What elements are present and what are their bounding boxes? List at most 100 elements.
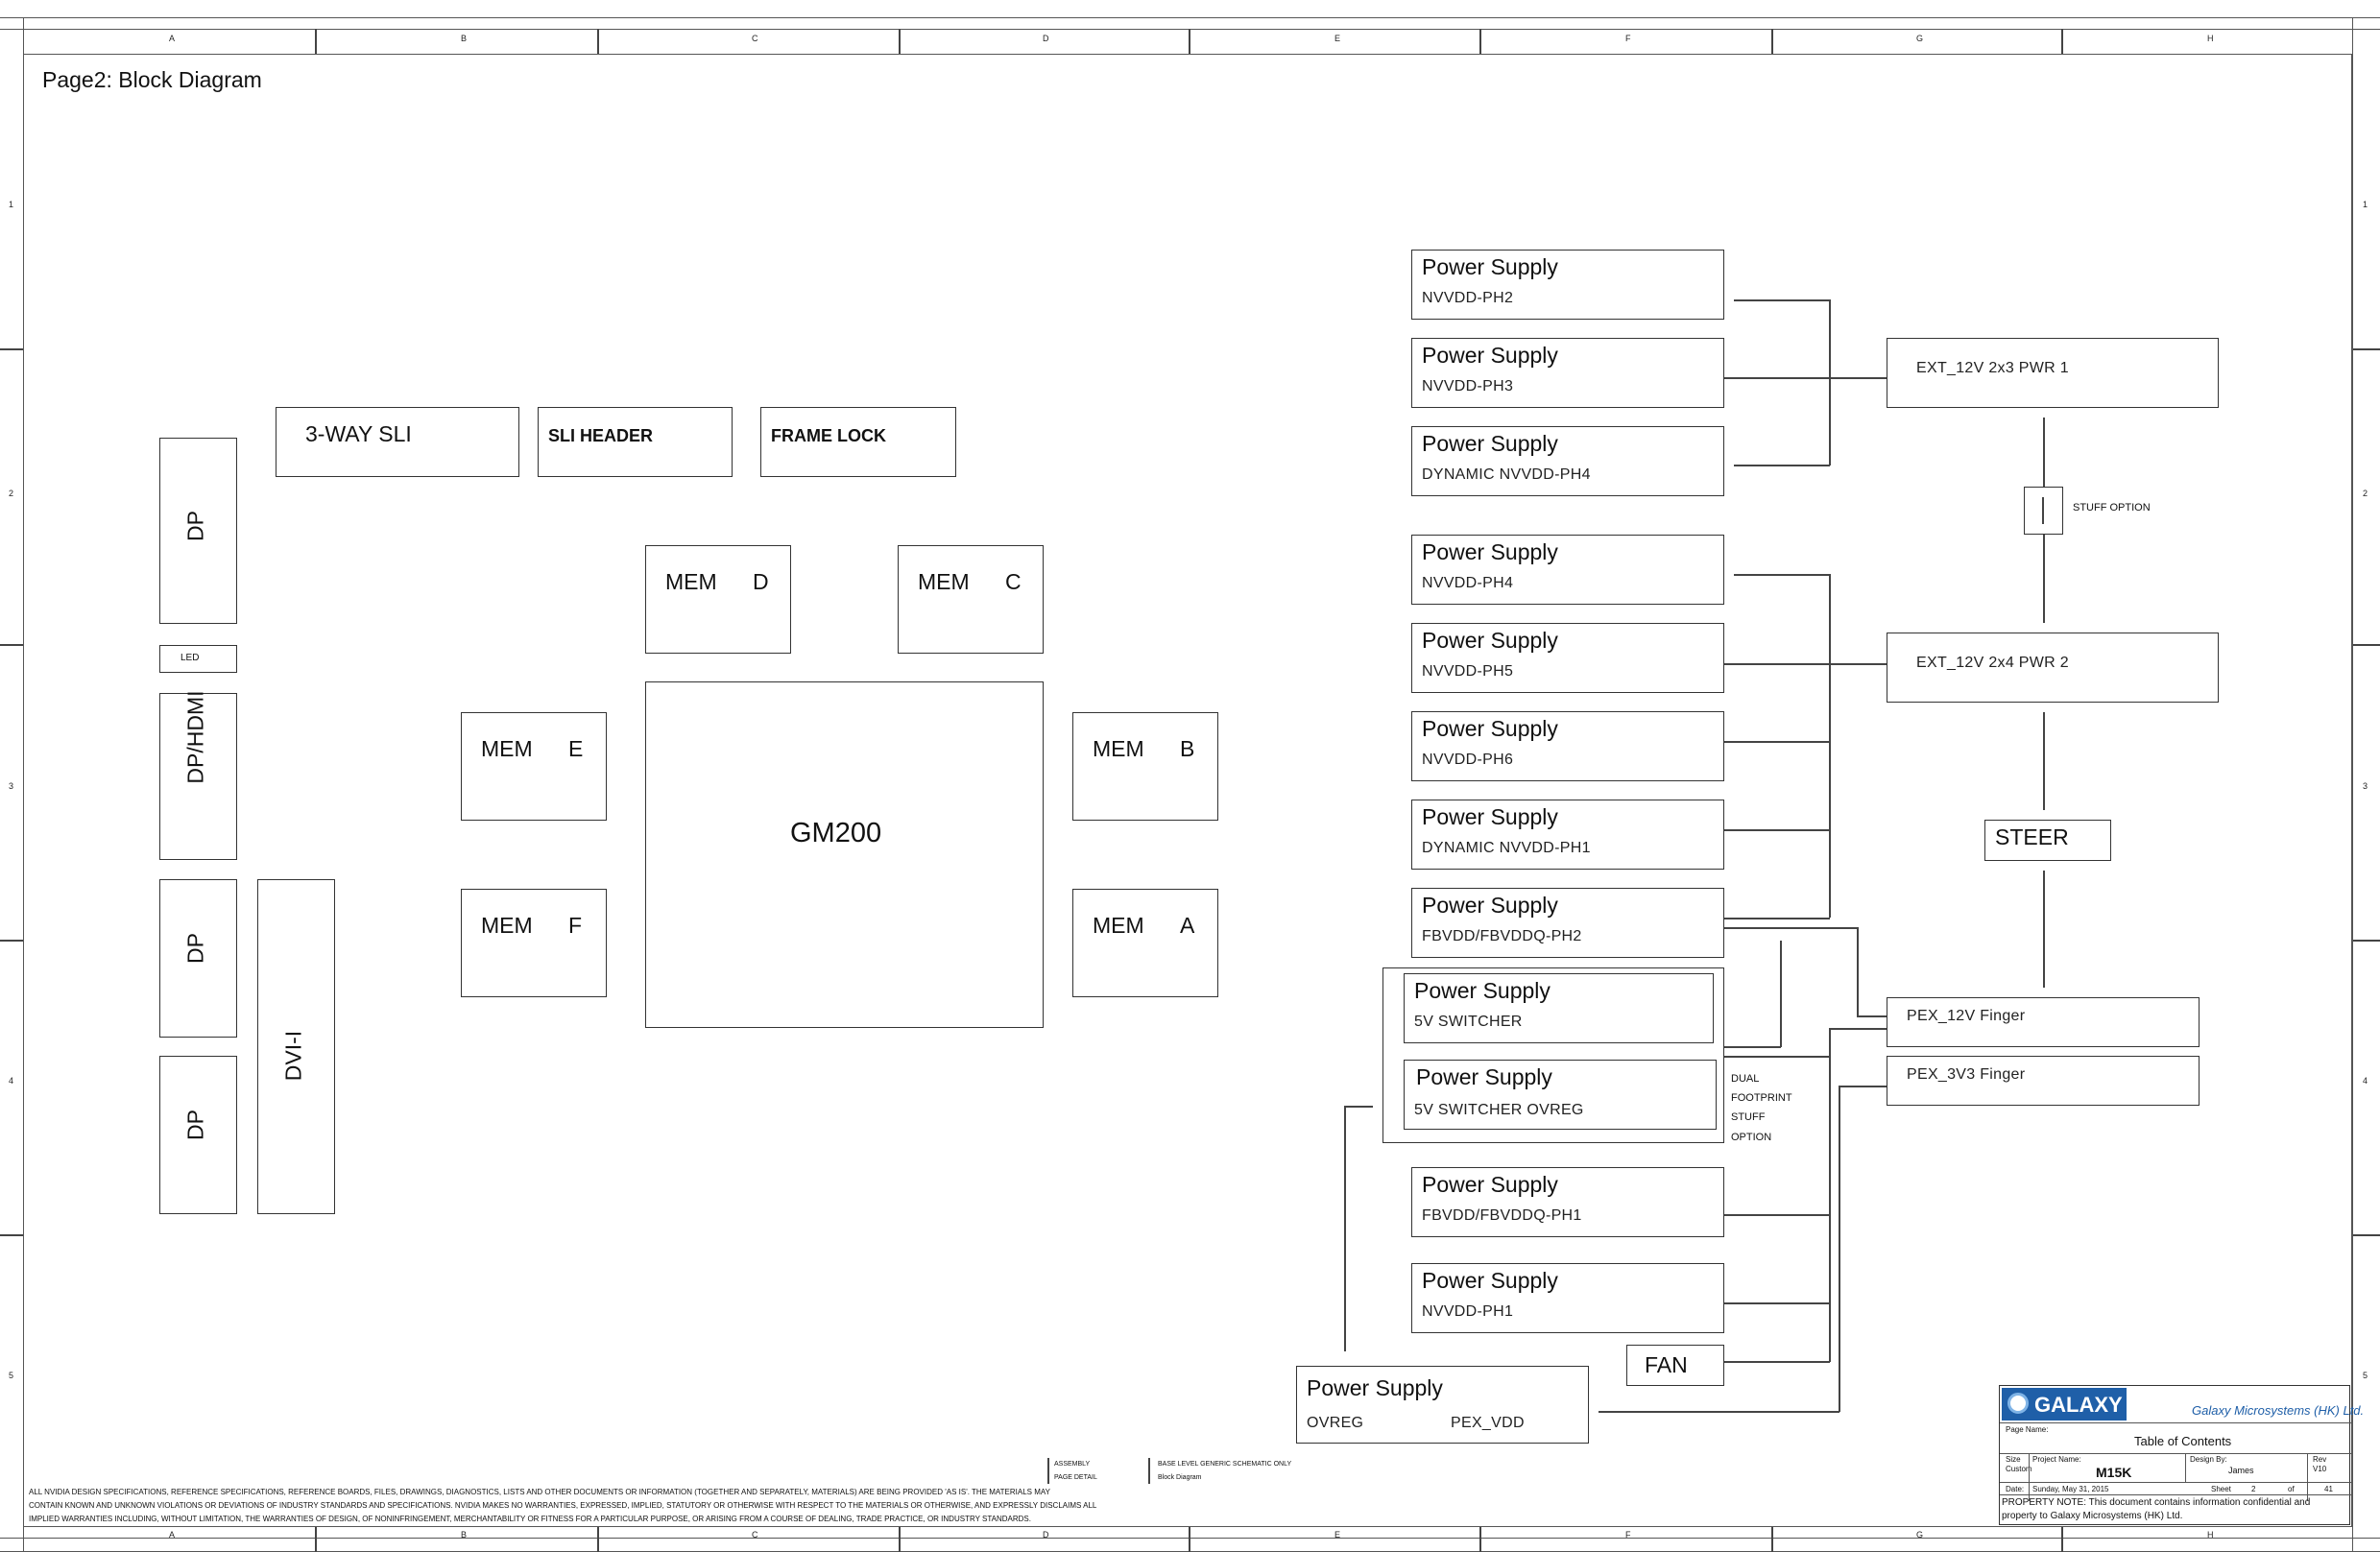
dp-connector-1[interactable]: DP: [159, 438, 237, 624]
dvi-i-connector[interactable]: DVI-I: [257, 879, 335, 1214]
ps-fbvdd-ph1[interactable]: Power Supply FBVDD/FBVDDQ-PH1: [1411, 1167, 1724, 1237]
wire: [1724, 829, 1830, 831]
date-label: Date:: [2006, 1485, 2025, 1493]
stuff-option-block[interactable]: [2024, 487, 2063, 535]
zone-divider: [2061, 29, 2063, 54]
ps-fbvdd-ph2[interactable]: Power Supply FBVDD/FBVDDQ-PH2: [1411, 888, 1724, 958]
dp-hdmi-label: DP/HDMI: [182, 690, 208, 784]
zone-label: B: [461, 1530, 468, 1540]
wire: [1857, 927, 1859, 1016]
left-border-line: [23, 17, 24, 1552]
wire: [1780, 941, 1782, 1047]
ps-sub: FBVDD/FBVDDQ-PH2: [1422, 928, 1582, 944]
ps-nvvdd-ph5[interactable]: Power Supply NVVDD-PH5: [1411, 623, 1724, 693]
zone-divider: [1189, 1527, 1190, 1552]
zone-divider: [1479, 1527, 1481, 1552]
wire: [1344, 1106, 1346, 1351]
page-level-label: BASE LEVEL GENERIC SCHEMATIC ONLY: [1158, 1461, 1292, 1468]
zone-divider: [0, 644, 23, 646]
ps-nvvdd-ph3[interactable]: Power Supply NVVDD-PH3: [1411, 338, 1724, 408]
ps-sub: 5V SWITCHER OVREG: [1414, 1102, 1584, 1118]
frame-lock-block[interactable]: FRAME LOCK: [760, 407, 956, 477]
mem-label: MEM: [1093, 736, 1144, 761]
ext-12v-2x3-pwr1[interactable]: EXT_12V 2x3 PWR 1: [1887, 338, 2219, 408]
ps-sub: NVVDD-PH4: [1422, 575, 1514, 591]
ps-sub: NVVDD-PH5: [1422, 663, 1514, 680]
assembly-label: ASSEMBLY: [1054, 1461, 1091, 1468]
rev-label: Rev: [2313, 1455, 2327, 1464]
mem-a-block[interactable]: MEM A: [1072, 889, 1218, 997]
tb-line: [2000, 1453, 2351, 1454]
size-label: Size: [2006, 1455, 2021, 1464]
mem-label: MEM: [665, 569, 717, 594]
zone-divider: [2352, 348, 2380, 350]
galaxy-logo: GALAXY: [2002, 1388, 2127, 1421]
mem-b-block[interactable]: MEM B: [1072, 712, 1218, 821]
pex-3v3-finger[interactable]: PEX_3V3 Finger: [1887, 1056, 2200, 1106]
wire: [1734, 299, 1830, 301]
ext-12v-2x4-pwr2[interactable]: EXT_12V 2x4 PWR 2: [1887, 633, 2219, 703]
wire: [1599, 1411, 1839, 1413]
tb-line: [2000, 1422, 2351, 1423]
rev-value: V10: [2313, 1465, 2327, 1473]
ps-title: Power Supply: [1422, 539, 1558, 564]
ps-nvvdd-ph2[interactable]: Power Supply NVVDD-PH2: [1411, 250, 1724, 320]
zone-label: E: [1334, 34, 1341, 43]
ps-ovreg-pex-vdd[interactable]: Power Supply OVREG PEX_VDD: [1296, 1366, 1589, 1444]
zone-label: G: [1916, 1530, 1924, 1540]
mem-d-block[interactable]: MEM D: [645, 545, 791, 654]
fan-block[interactable]: FAN: [1626, 1345, 1724, 1386]
zone-label: A: [169, 34, 176, 43]
wire: [1724, 663, 1830, 665]
mem-e-block[interactable]: MEM E: [461, 712, 607, 821]
block-diagram-label: Block Diagram: [1158, 1474, 1202, 1481]
mem-f-block[interactable]: MEM F: [461, 889, 607, 997]
page-title: Page2: Block Diagram: [42, 67, 262, 92]
zone-divider: [0, 1234, 23, 1236]
page-name-label: Page Name:: [2006, 1425, 2049, 1434]
sli-3way-block[interactable]: 3-WAY SLI: [276, 407, 519, 477]
wire: [1724, 1361, 1830, 1363]
gpu-gm200-block[interactable]: GM200: [645, 681, 1044, 1028]
zone-label: F: [1625, 1530, 1631, 1540]
zone-divider: [2352, 940, 2380, 942]
ps-dynamic-nvvdd-ph4[interactable]: Power Supply DYNAMIC NVVDD-PH4: [1411, 426, 1724, 496]
sheet-value: 2: [2251, 1485, 2256, 1493]
zone-label: H: [2207, 1530, 2214, 1540]
ps-5v-switcher-ovreg[interactable]: Power Supply 5V SWITCHER OVREG: [1404, 1060, 1717, 1130]
galaxy-logo-icon: [2007, 1393, 2029, 1414]
mem-id: C: [1005, 569, 1022, 594]
dp-connector-2[interactable]: DP: [159, 879, 237, 1038]
steer-block[interactable]: STEER: [1984, 820, 2111, 861]
ps-sub-ovreg: OVREG: [1307, 1415, 1364, 1431]
wire: [1344, 1106, 1373, 1108]
dp-connector-3[interactable]: DP: [159, 1056, 237, 1214]
gpu-label: GM200: [790, 818, 882, 848]
disclaimer-line: CONTAIN KNOWN AND UNKNOWN VIOLATIONS OR …: [29, 1501, 1097, 1510]
ps-dynamic-nvvdd-ph1[interactable]: Power Supply DYNAMIC NVVDD-PH1: [1411, 800, 1724, 870]
footer-divider: [1047, 1458, 1049, 1484]
property-note: PROPERTY NOTE: This document contains in…: [2002, 1497, 2311, 1508]
ps-5v-switcher[interactable]: Power Supply 5V SWITCHER: [1404, 973, 1714, 1043]
led-block[interactable]: LED: [159, 645, 237, 673]
ps-title: Power Supply: [1422, 893, 1558, 918]
steer-label: STEER: [1995, 824, 2069, 849]
wire: [1829, 663, 1887, 665]
dual-footprint-note: OPTION: [1731, 1132, 1772, 1143]
title-block: GALAXY Galaxy Microsystems (HK) Ltd. Pag…: [1999, 1385, 2364, 1525]
tb-line: [2307, 1453, 2308, 1501]
pex-12v-finger[interactable]: PEX_12V Finger: [1887, 997, 2200, 1047]
dp-label: DP: [182, 1110, 208, 1140]
zone-divider: [899, 1527, 901, 1552]
dp-hdmi-connector[interactable]: DP/HDMI: [159, 690, 237, 860]
mem-c-block[interactable]: MEM C: [898, 545, 1044, 654]
pex-label: PEX_12V Finger: [1907, 1008, 2026, 1024]
mem-id: E: [568, 736, 584, 761]
zone-label: D: [1043, 34, 1049, 43]
ps-nvvdd-ph4[interactable]: Power Supply NVVDD-PH4: [1411, 535, 1724, 605]
zone-divider: [2352, 1234, 2380, 1236]
sli-header-block[interactable]: SLI HEADER: [538, 407, 733, 477]
ps-nvvdd-ph1[interactable]: Power Supply NVVDD-PH1: [1411, 1263, 1724, 1333]
ps-sub: FBVDD/FBVDDQ-PH1: [1422, 1207, 1582, 1224]
ps-nvvdd-ph6[interactable]: Power Supply NVVDD-PH6: [1411, 711, 1724, 781]
